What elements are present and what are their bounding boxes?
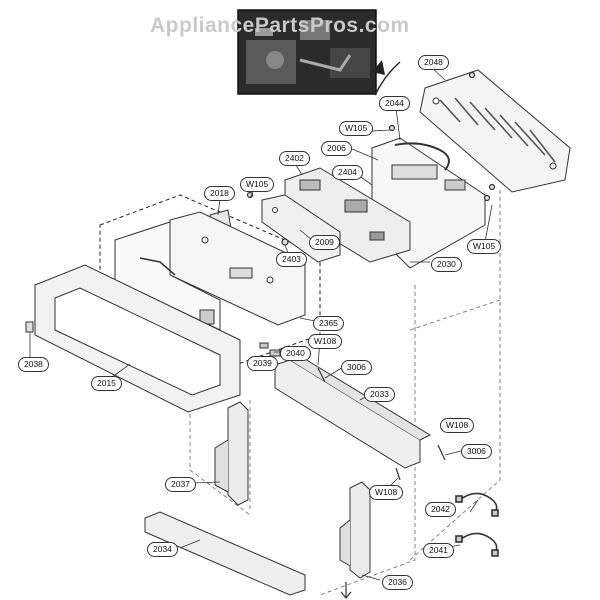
inset-photo: [237, 9, 377, 95]
callout-2015: 2015: [91, 376, 122, 391]
bracket-2037: [214, 401, 249, 506]
bracket-2036: [339, 481, 371, 579]
callout-w108-bottom: W108: [369, 485, 404, 500]
callout-2006: 2006: [321, 141, 352, 156]
callout-2038: 2038: [18, 357, 49, 372]
callout-2039: 2039: [247, 356, 278, 371]
callout-3006-left: 3006: [341, 360, 372, 375]
callout-2030: 2030: [431, 257, 462, 272]
watermark: AppliancePartsPros.com: [150, 14, 410, 37]
vent-panel-2048: [419, 69, 571, 193]
inset-arrowhead: [372, 60, 385, 75]
callout-2034: 2034: [147, 542, 178, 557]
callout-2036: 2036: [382, 575, 413, 590]
callout-2403: 2403: [276, 252, 307, 267]
callout-w105-top: W105: [339, 121, 374, 136]
callout-2040: 2040: [280, 346, 311, 361]
rail-2034: [144, 511, 306, 596]
small-parts-2039-2040: [259, 342, 281, 357]
callout-w105-right: W105: [467, 239, 502, 254]
front-trim-2015: [34, 264, 241, 413]
callout-2404: 2404: [332, 165, 363, 180]
harness-2042: [455, 492, 499, 517]
callout-3006-right: 3006: [461, 444, 492, 459]
callout-2048: 2048: [418, 55, 449, 70]
callout-2009: 2009: [309, 235, 340, 250]
clip-2038: [25, 321, 34, 333]
harness-2041: [455, 532, 499, 557]
control-panel-2365: [114, 211, 306, 331]
callout-2041: 2041: [423, 543, 454, 558]
callout-2042: 2042: [425, 502, 456, 517]
inset-arrow: [374, 61, 401, 96]
callout-2365: 2365: [313, 316, 344, 331]
callout-w105-mid: W105: [240, 177, 275, 192]
callout-w108-left: W108: [308, 334, 343, 349]
callout-2018: 2018: [204, 186, 235, 201]
callout-2033: 2033: [364, 387, 395, 402]
callout-2037: 2037: [165, 477, 196, 492]
down-arrow-icon: [340, 582, 352, 599]
callout-w108-right: W108: [440, 418, 475, 433]
callout-2044: 2044: [379, 96, 410, 111]
callout-2402: 2402: [279, 151, 310, 166]
